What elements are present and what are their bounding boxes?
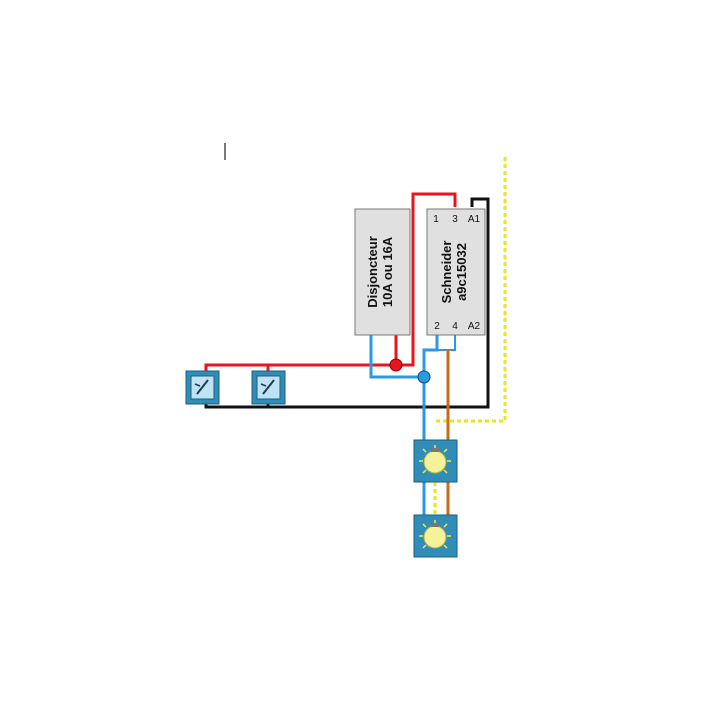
- phase-wire: [204, 341, 415, 375]
- relay-terminal-3: 3: [452, 214, 458, 225]
- neutral-junction-dot: [417, 370, 431, 384]
- push-button-switch-icon: [260, 379, 275, 395]
- relay-terminal-2: 2: [434, 321, 440, 332]
- earth-wire: [435, 157, 507, 423]
- breaker-label-line2: 10A ou 16A: [380, 236, 395, 307]
- relay-terminal-a2: A2: [468, 321, 481, 332]
- phase-wire-relay: [411, 192, 457, 341]
- relay-terminal-1: 1: [433, 214, 439, 225]
- lamp-1: [413, 439, 458, 483]
- lamp-2: [413, 514, 458, 558]
- relay-output-loop: [436, 335, 456, 351]
- light-bulb-icon: [419, 445, 451, 474]
- neutral-wire-relay: [422, 335, 439, 440]
- phase-junction-dot: [389, 358, 403, 372]
- relay-label-line1: Schneider: [439, 241, 454, 304]
- neutral-wire-breaker: [369, 335, 424, 379]
- light-bulb-icon: [419, 520, 451, 549]
- relay-label-line2: a9c15032: [454, 243, 469, 301]
- return-wire-a1: [204, 197, 490, 409]
- breaker-label-line1: Disjoncteur: [365, 236, 380, 308]
- relay-module: 1 3 A1 Schneider a9c15032 2 4 A2: [426, 208, 486, 336]
- breaker-module: Disjoncteur 10A ou 16A: [354, 208, 411, 336]
- relay-terminal-4: 4: [452, 321, 458, 332]
- push-button-switch-1: [185, 370, 220, 405]
- push-button-switch-2: [251, 370, 286, 405]
- relay-terminal-a1: A1: [468, 214, 481, 225]
- push-button-switch-icon: [194, 379, 209, 395]
